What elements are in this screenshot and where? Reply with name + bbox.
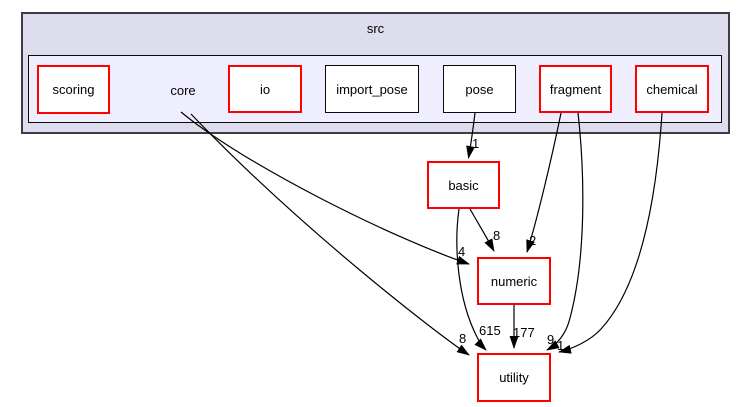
node-import-pose-label: import_pose: [336, 81, 408, 97]
node-io[interactable]: io: [228, 65, 302, 113]
node-fragment[interactable]: fragment: [539, 65, 612, 113]
node-pose-label: pose: [465, 81, 494, 97]
edge-count-fragment-numeric[interactable]: 2: [529, 233, 537, 248]
edge-count-basic-numeric[interactable]: 8: [493, 228, 501, 243]
edge-chemical-to-utility: [558, 112, 663, 354]
edge-core-to-numeric: [180, 111, 470, 265]
edge-count-fragment-utility[interactable]: 9: [547, 332, 555, 347]
node-utility-label: utility: [499, 370, 529, 385]
node-scoring[interactable]: scoring: [37, 65, 110, 114]
edge-count-basic-utility[interactable]: 615: [479, 323, 501, 338]
node-numeric[interactable]: numeric: [477, 257, 551, 305]
cluster-label-src[interactable]: src: [366, 21, 385, 36]
node-basic[interactable]: basic: [427, 161, 500, 209]
edge-fragment-to-utility: [546, 112, 584, 351]
edge-count-core-utility[interactable]: 8: [459, 331, 467, 346]
node-numeric-label: numeric: [490, 273, 538, 289]
edge-count-pose-basic[interactable]: 1: [472, 136, 480, 151]
node-scoring-label: scoring: [52, 82, 95, 97]
node-fragment-label: fragment: [549, 81, 602, 97]
node-io-label: io: [259, 81, 271, 97]
node-chemical-label: chemical: [646, 81, 698, 97]
node-chemical[interactable]: chemical: [635, 65, 709, 113]
node-basic-label: basic: [448, 177, 479, 193]
edge-basic-to-numeric: [469, 208, 495, 252]
node-utility[interactable]: utility: [477, 353, 551, 402]
edge-count-numeric-utility[interactable]: 177: [513, 325, 535, 340]
edge-count-core-numeric[interactable]: 4: [458, 244, 466, 259]
node-import-pose[interactable]: import_pose: [325, 65, 419, 113]
edge-count-chemical-utility[interactable]: 1: [557, 338, 565, 353]
edge-core-to-utility: [190, 113, 470, 356]
cluster-label-core: core: [170, 83, 196, 98]
node-pose[interactable]: pose: [443, 65, 516, 113]
